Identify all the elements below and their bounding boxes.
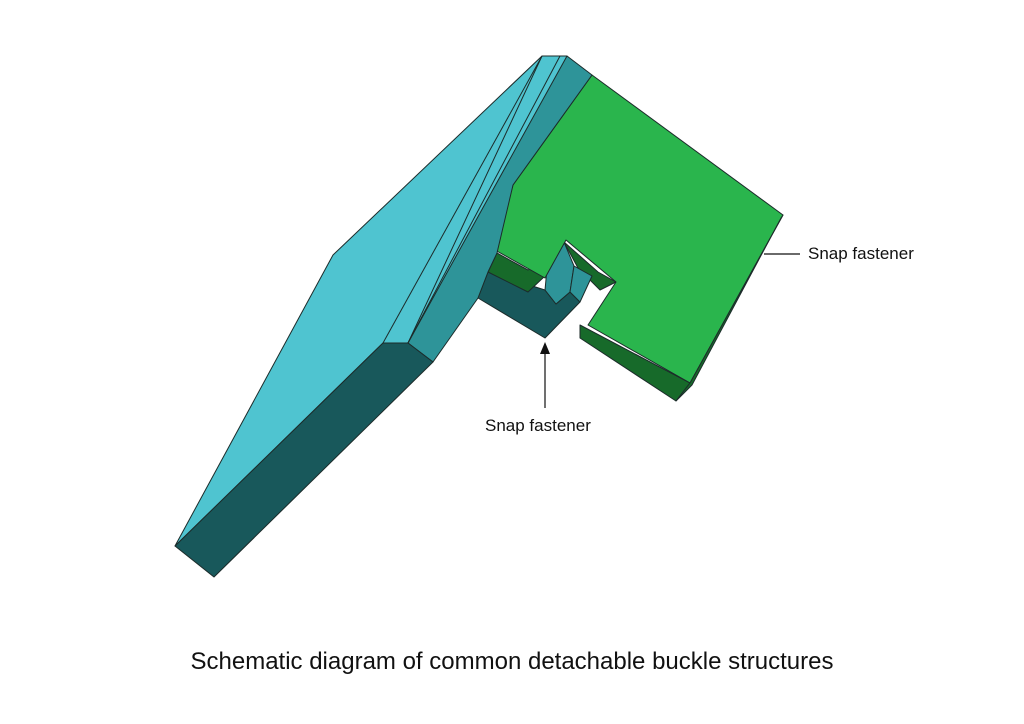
snap-fastener-label-right: Snap fastener — [808, 244, 914, 263]
diagram-caption: Schematic diagram of common detachable b… — [190, 648, 834, 675]
cyan-panel-side — [174, 342, 434, 578]
cyan-panel-rim-line — [407, 55, 561, 344]
notch-inner-green-face-right — [563, 241, 617, 291]
arrow-head-icon — [540, 342, 550, 354]
snap-fastener-label-bottom: Snap fastener — [485, 416, 591, 435]
notch-gap-face — [569, 265, 593, 303]
cyan-panel-crease — [382, 55, 543, 344]
green-plate-end — [675, 214, 784, 402]
